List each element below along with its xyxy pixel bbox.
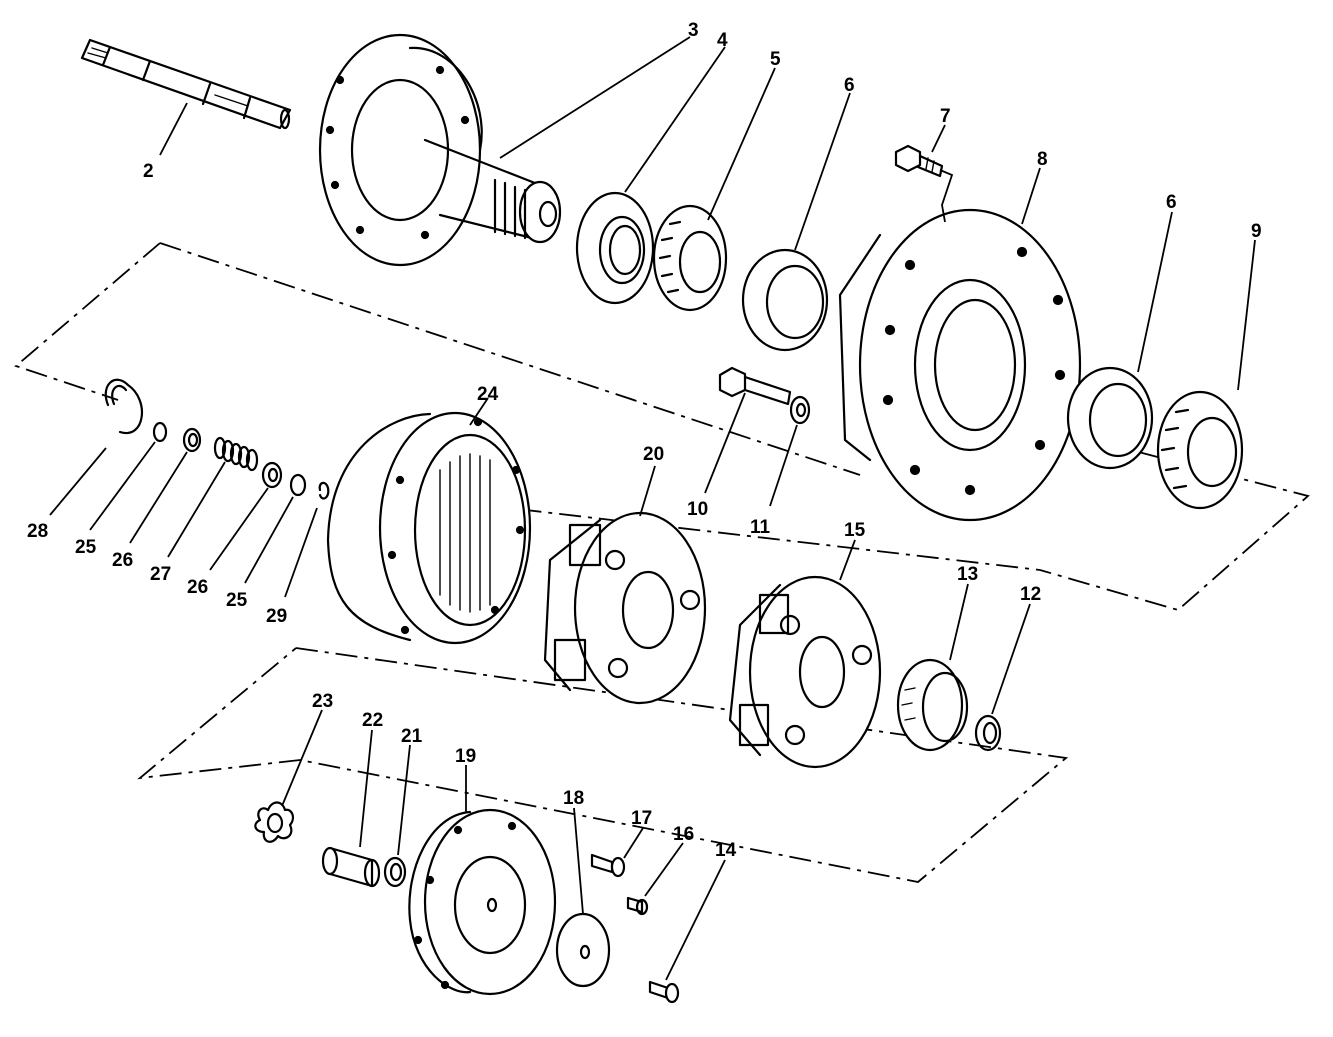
assembly-boundary-upper bbox=[14, 242, 1310, 612]
part-22-pin[interactable] bbox=[321, 846, 381, 888]
part-28-retaining-ring[interactable] bbox=[104, 378, 143, 435]
callout-19: 19 bbox=[455, 746, 476, 767]
part-9-bearing-cone[interactable] bbox=[1156, 390, 1244, 510]
callout-17: 17 bbox=[631, 808, 652, 829]
part-25-washer-left[interactable] bbox=[152, 421, 168, 443]
callout-29: 29 bbox=[266, 606, 287, 627]
part-26-washer-left[interactable] bbox=[182, 427, 202, 453]
part-29-snap-ring[interactable] bbox=[318, 481, 330, 500]
part-5-bearing-cone[interactable] bbox=[652, 204, 728, 312]
callout-18: 18 bbox=[563, 788, 584, 809]
part-14-bolt[interactable] bbox=[648, 980, 680, 1004]
callout-27: 27 bbox=[150, 564, 171, 585]
part-26-washer-right[interactable] bbox=[261, 461, 283, 489]
callout-12: 12 bbox=[1020, 584, 1041, 605]
callout-2: 2 bbox=[143, 161, 154, 182]
part-21-o-ring[interactable] bbox=[383, 856, 407, 888]
callout-5: 5 bbox=[770, 49, 781, 70]
callout-23: 23 bbox=[312, 691, 333, 712]
part-8-housing[interactable] bbox=[838, 208, 1082, 522]
callout-6: 6 bbox=[844, 75, 855, 96]
callout-11: 11 bbox=[750, 517, 771, 538]
callout-20: 20 bbox=[643, 444, 664, 465]
callout-14: 14 bbox=[715, 840, 737, 861]
part-20-planet-carrier[interactable] bbox=[543, 511, 707, 705]
callout-4: 4 bbox=[717, 30, 728, 51]
callout-16: 16 bbox=[673, 824, 694, 845]
part-23-lock-plate[interactable] bbox=[254, 801, 294, 843]
callout-26: 26 bbox=[187, 577, 208, 598]
part-2-input-shaft[interactable] bbox=[80, 38, 292, 130]
part-16-plug[interactable] bbox=[626, 896, 649, 916]
part-3-spindle-flange[interactable] bbox=[318, 33, 562, 267]
callout-13: 13 bbox=[957, 564, 978, 585]
part-25-washer-right[interactable] bbox=[289, 473, 307, 497]
part-10-bolt[interactable] bbox=[718, 366, 792, 406]
part-4-seal[interactable] bbox=[575, 191, 655, 305]
part-11-washer[interactable] bbox=[789, 395, 811, 425]
callout-15: 15 bbox=[844, 520, 866, 541]
part-6-bearing-cup-inner[interactable] bbox=[1066, 366, 1154, 470]
callout-24: 24 bbox=[477, 384, 499, 405]
leader-lines bbox=[49, 36, 1256, 981]
part-19-cover[interactable] bbox=[408, 808, 557, 996]
part-24-ring-gear[interactable] bbox=[326, 411, 532, 645]
callout-10: 10 bbox=[687, 499, 708, 520]
callout-3: 3 bbox=[688, 20, 699, 41]
callout-8: 8 bbox=[1037, 149, 1048, 170]
callout-22: 22 bbox=[362, 710, 383, 731]
callout-7: 7 bbox=[940, 106, 951, 127]
part-12-thrust-washer[interactable] bbox=[974, 714, 1002, 752]
part-7-bolt[interactable] bbox=[894, 144, 944, 178]
part-15-planet-carrier[interactable] bbox=[728, 575, 882, 769]
callout-25: 25 bbox=[226, 590, 248, 611]
part-18-plate[interactable] bbox=[555, 912, 611, 988]
callout-21: 21 bbox=[401, 726, 423, 747]
callout-9: 9 bbox=[1251, 221, 1262, 242]
callout-25: 25 bbox=[75, 537, 97, 558]
part-13-sun-gear[interactable] bbox=[896, 658, 969, 752]
part-6-bearing-cup-outer[interactable] bbox=[741, 248, 829, 352]
callout-labels: 2 3 4 5 6 7 8 6 9 24 20 10 11 15 13 12 2… bbox=[27, 20, 1262, 861]
callout-26: 26 bbox=[112, 550, 133, 571]
callout-28: 28 bbox=[27, 521, 48, 542]
callout-6: 6 bbox=[1166, 192, 1177, 213]
part-27-spring[interactable] bbox=[213, 436, 259, 472]
part-17-screw[interactable] bbox=[590, 853, 626, 878]
